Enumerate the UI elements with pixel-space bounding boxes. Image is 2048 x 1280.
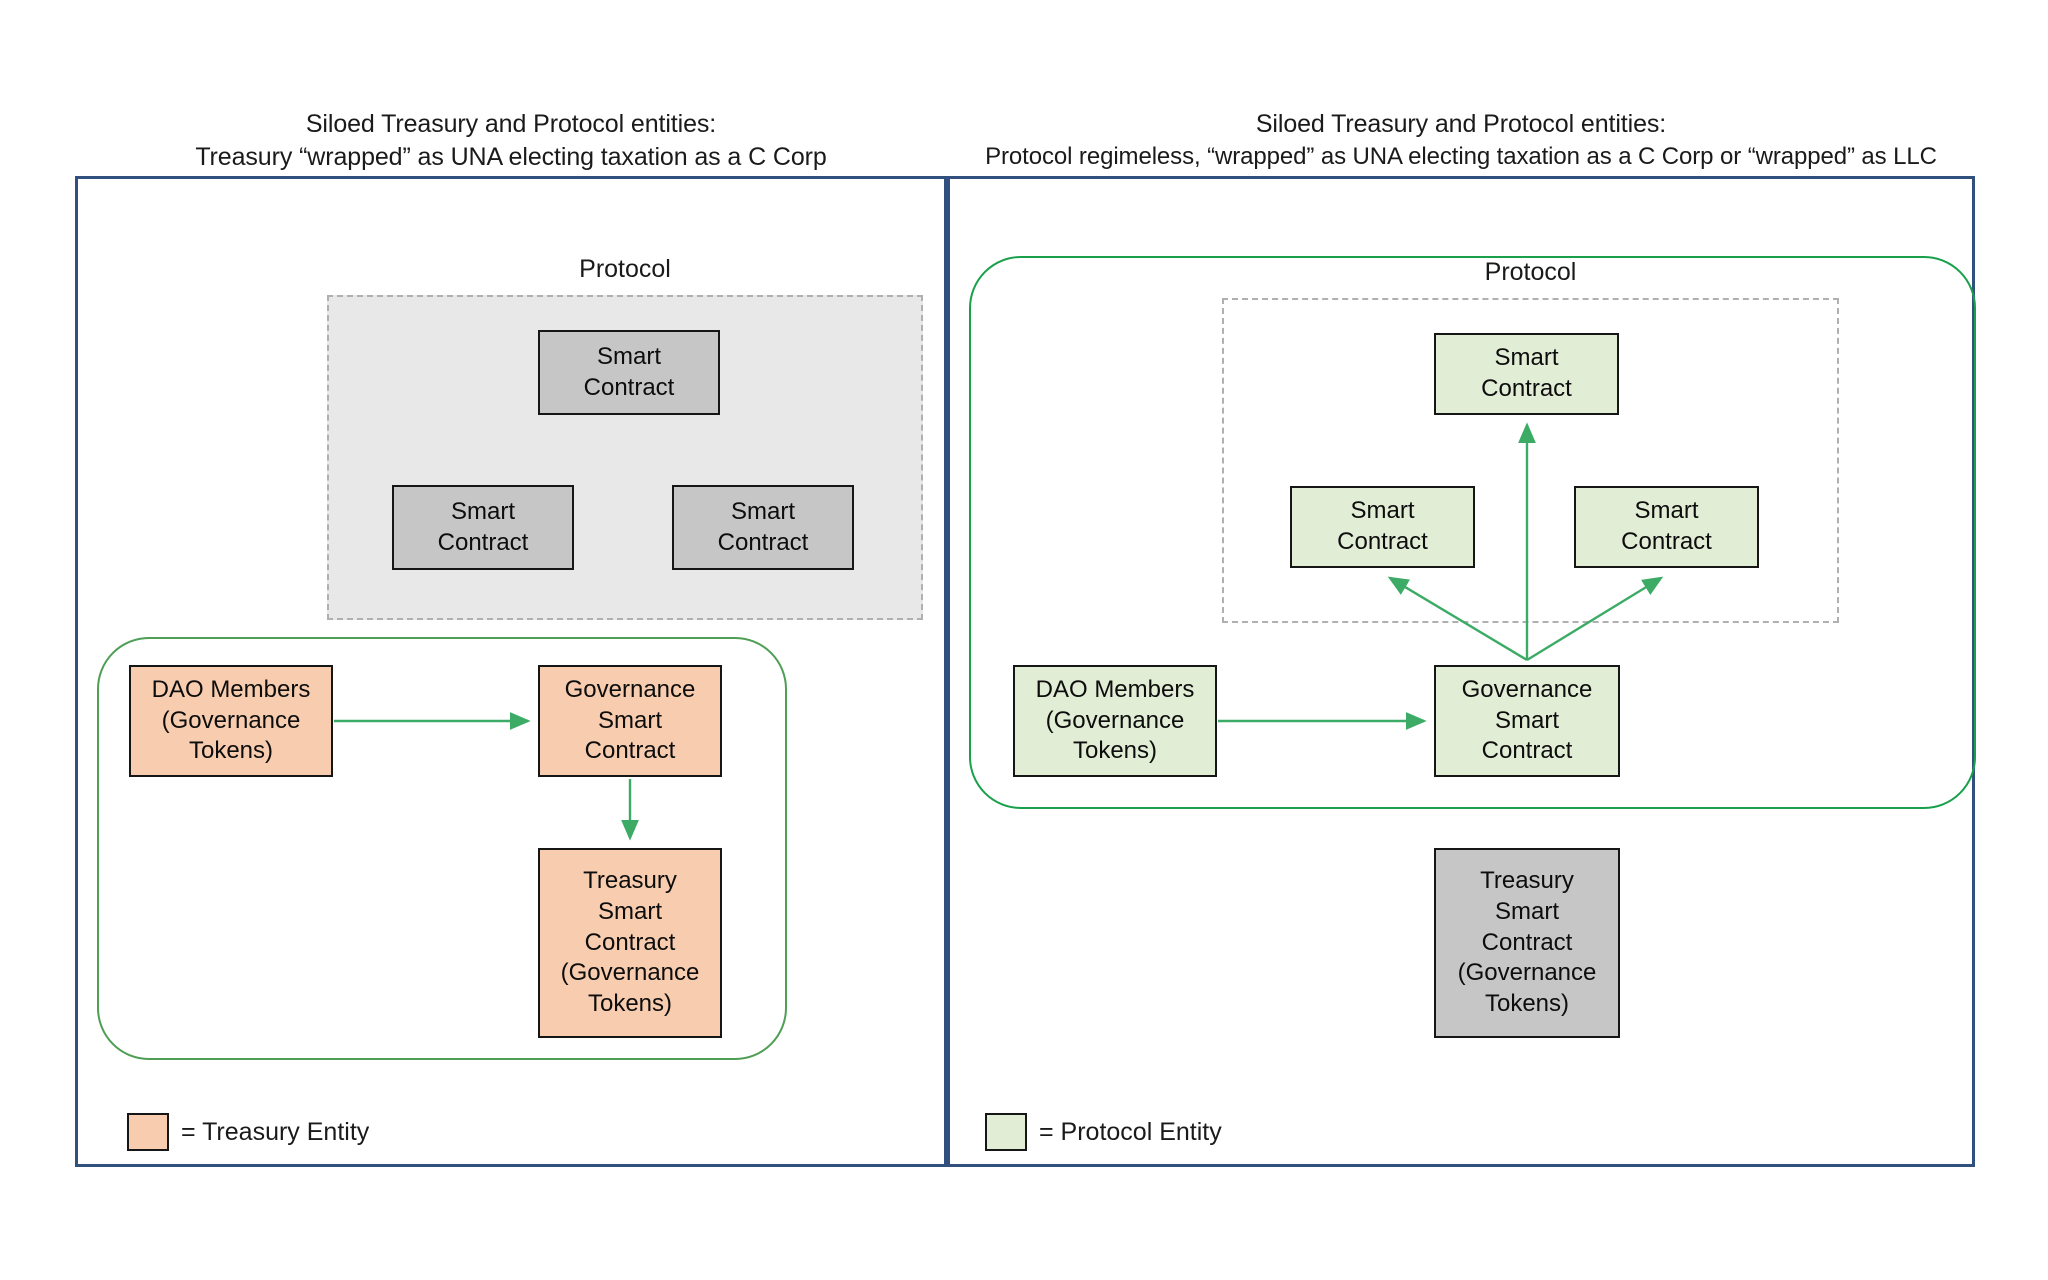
- left-smart-contract-right[interactable]: Smart Contract: [672, 485, 854, 570]
- left-panel-frame: [75, 176, 947, 1167]
- left-smart-contract-left[interactable]: Smart Contract: [392, 485, 574, 570]
- left-heading-line-2: Treasury “wrapped” as UNA electing taxat…: [195, 143, 827, 171]
- left-treasury-smart-contract[interactable]: Treasury Smart Contract (Governance Toke…: [538, 848, 722, 1038]
- right-legend-swatch: [985, 1113, 1027, 1151]
- right-protocol-entity-boundary: [969, 256, 1976, 809]
- right-sc-right-line-2: Contract: [1621, 528, 1712, 555]
- right-tsc-line-5: Tokens): [1484, 990, 1570, 1018]
- left-sc-right-line-2: Contract: [717, 528, 809, 556]
- right-sc-left-line-1: Smart: [1350, 497, 1415, 525]
- right-gsc-line-1: Governance: [1461, 675, 1593, 703]
- right-gsc-line-2: Smart: [1494, 706, 1559, 734]
- right-tsc-line-3: Contract: [1481, 928, 1573, 956]
- right-gsc-line-3: Contract: [1481, 737, 1573, 765]
- right-legend: = Protocol Entity: [985, 1113, 1222, 1151]
- right-treasury-smart-contract[interactable]: Treasury Smart Contract (Governance Toke…: [1434, 848, 1620, 1038]
- left-sc-top-line-1: Smart: [596, 342, 661, 370]
- left-panel-heading: Siloed Treasury and Protocol entities: T…: [75, 108, 947, 174]
- left-tsc-line-3: Contract: [584, 928, 676, 956]
- right-smart-contract-right[interactable]: Smart Contract: [1574, 486, 1759, 568]
- right-dao-members[interactable]: DAO Members (Governance Tokens): [1013, 665, 1217, 777]
- right-legend-label: = Protocol Entity: [1039, 1117, 1222, 1146]
- left-sc-top-line-2: Contract: [583, 373, 675, 401]
- left-tsc-line-5: Tokens): [587, 990, 673, 1018]
- right-smart-contract-left[interactable]: Smart Contract: [1290, 486, 1475, 568]
- left-gsc-line-3: Contract: [584, 737, 676, 765]
- right-panel-heading: Siloed Treasury and Protocol entities: P…: [947, 108, 1975, 173]
- left-gsc-line-1: Governance: [564, 675, 696, 703]
- left-protocol-label: Protocol: [579, 255, 671, 283]
- left-smart-contract-top[interactable]: Smart Contract: [538, 330, 720, 415]
- left-tsc-line-1: Treasury: [583, 867, 677, 895]
- left-treasury-entity-boundary: [97, 637, 787, 1060]
- left-tsc-line-2: Smart: [597, 897, 662, 925]
- right-protocol-label: Protocol: [1484, 258, 1577, 286]
- right-heading-line-2: Protocol regimeless, “wrapped” as UNA el…: [985, 143, 1937, 170]
- right-smart-contract-top[interactable]: Smart Contract: [1434, 333, 1619, 415]
- left-gsc-line-2: Smart: [597, 706, 662, 734]
- left-sc-left-line-1: Smart: [450, 497, 515, 525]
- left-governance-smart-contract[interactable]: Governance Smart Contract: [538, 665, 722, 777]
- left-dao-line-3: Tokens): [188, 737, 274, 765]
- left-heading-line-1: Siloed Treasury and Protocol entities:: [305, 110, 717, 138]
- right-sc-left-line-2: Contract: [1337, 528, 1428, 555]
- right-sc-top-line-1: Smart: [1494, 344, 1559, 372]
- left-legend-label: = Treasury Entity: [181, 1117, 370, 1146]
- right-sc-right-line-1: Smart: [1634, 497, 1699, 525]
- left-dao-line-1: DAO Members: [151, 675, 311, 703]
- left-sc-left-line-2: Contract: [437, 528, 529, 556]
- left-dao-line-2: (Governance: [161, 706, 301, 734]
- left-tsc-line-4: (Governance: [560, 959, 700, 987]
- right-tsc-line-1: Treasury: [1480, 867, 1574, 895]
- left-legend: = Treasury Entity: [127, 1113, 369, 1151]
- left-sc-right-line-1: Smart: [730, 497, 795, 525]
- right-dao-line-3: Tokens): [1072, 737, 1158, 765]
- right-tsc-line-4: (Governance: [1457, 959, 1597, 987]
- right-dao-line-1: DAO Members: [1035, 675, 1195, 703]
- right-heading-line-1: Siloed Treasury and Protocol entities:: [1255, 110, 1667, 138]
- right-dao-line-2: (Governance: [1045, 706, 1185, 734]
- right-tsc-line-2: Smart: [1494, 897, 1559, 925]
- right-sc-top-line-2: Contract: [1481, 375, 1572, 402]
- right-panel-frame: [947, 176, 1975, 1167]
- right-governance-smart-contract[interactable]: Governance Smart Contract: [1434, 665, 1620, 777]
- left-dao-members[interactable]: DAO Members (Governance Tokens): [129, 665, 333, 777]
- left-legend-swatch: [127, 1113, 169, 1151]
